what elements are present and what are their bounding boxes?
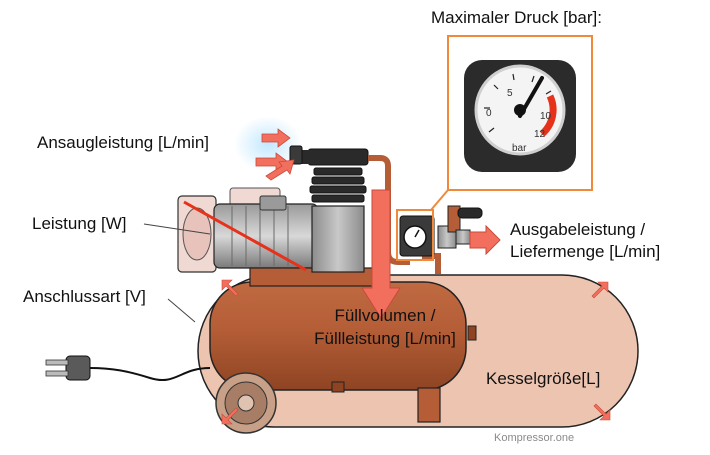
gauge-tick-0: 0 [486,108,492,119]
motor [177,187,319,273]
watermark: Kompressor.one [494,432,575,444]
drain-valve [331,381,345,393]
output-arrow [469,224,501,256]
intake-arrows [255,128,295,181]
tank-fitting [467,325,477,341]
gauge-unit: bar [512,143,527,154]
pump [296,148,369,273]
gauge-tick-5: 5 [507,88,513,99]
label-fill-2: Füllleistung [L/min] [314,329,456,348]
intake-filter [289,145,303,165]
power-pointer [143,223,211,235]
label-intake: Ansaugleistung [L/min] [37,133,209,152]
label-fill-1: Füllvolumen / [334,306,436,325]
tank-foot [417,387,441,423]
gauge-tick-10: 10 [540,111,552,122]
label-output-2: Liefermenge [L/min] [510,242,661,261]
label-power: Leistung [W] [32,214,127,233]
power-diagonal [183,200,307,272]
power-cable [89,367,211,381]
label-tank: Kesselgröße[L] [486,369,601,388]
label-connection: Anschlussart [V] [23,287,146,306]
pressure-gauge [464,60,576,172]
wheel [215,372,277,434]
regulator [399,205,483,257]
label-max-pressure: Maximaler Druck [bar]: [431,8,602,27]
plug-icon [45,355,91,381]
intake-glow [234,116,302,172]
gauge-tick-12: 12 [534,129,546,140]
regulator-highlight [396,209,434,261]
tank-corner-arrows [221,279,611,425]
fill-arrow [361,189,401,319]
label-output-1: Ausgabeleistung / [510,220,646,239]
connection-pointer [167,298,196,323]
